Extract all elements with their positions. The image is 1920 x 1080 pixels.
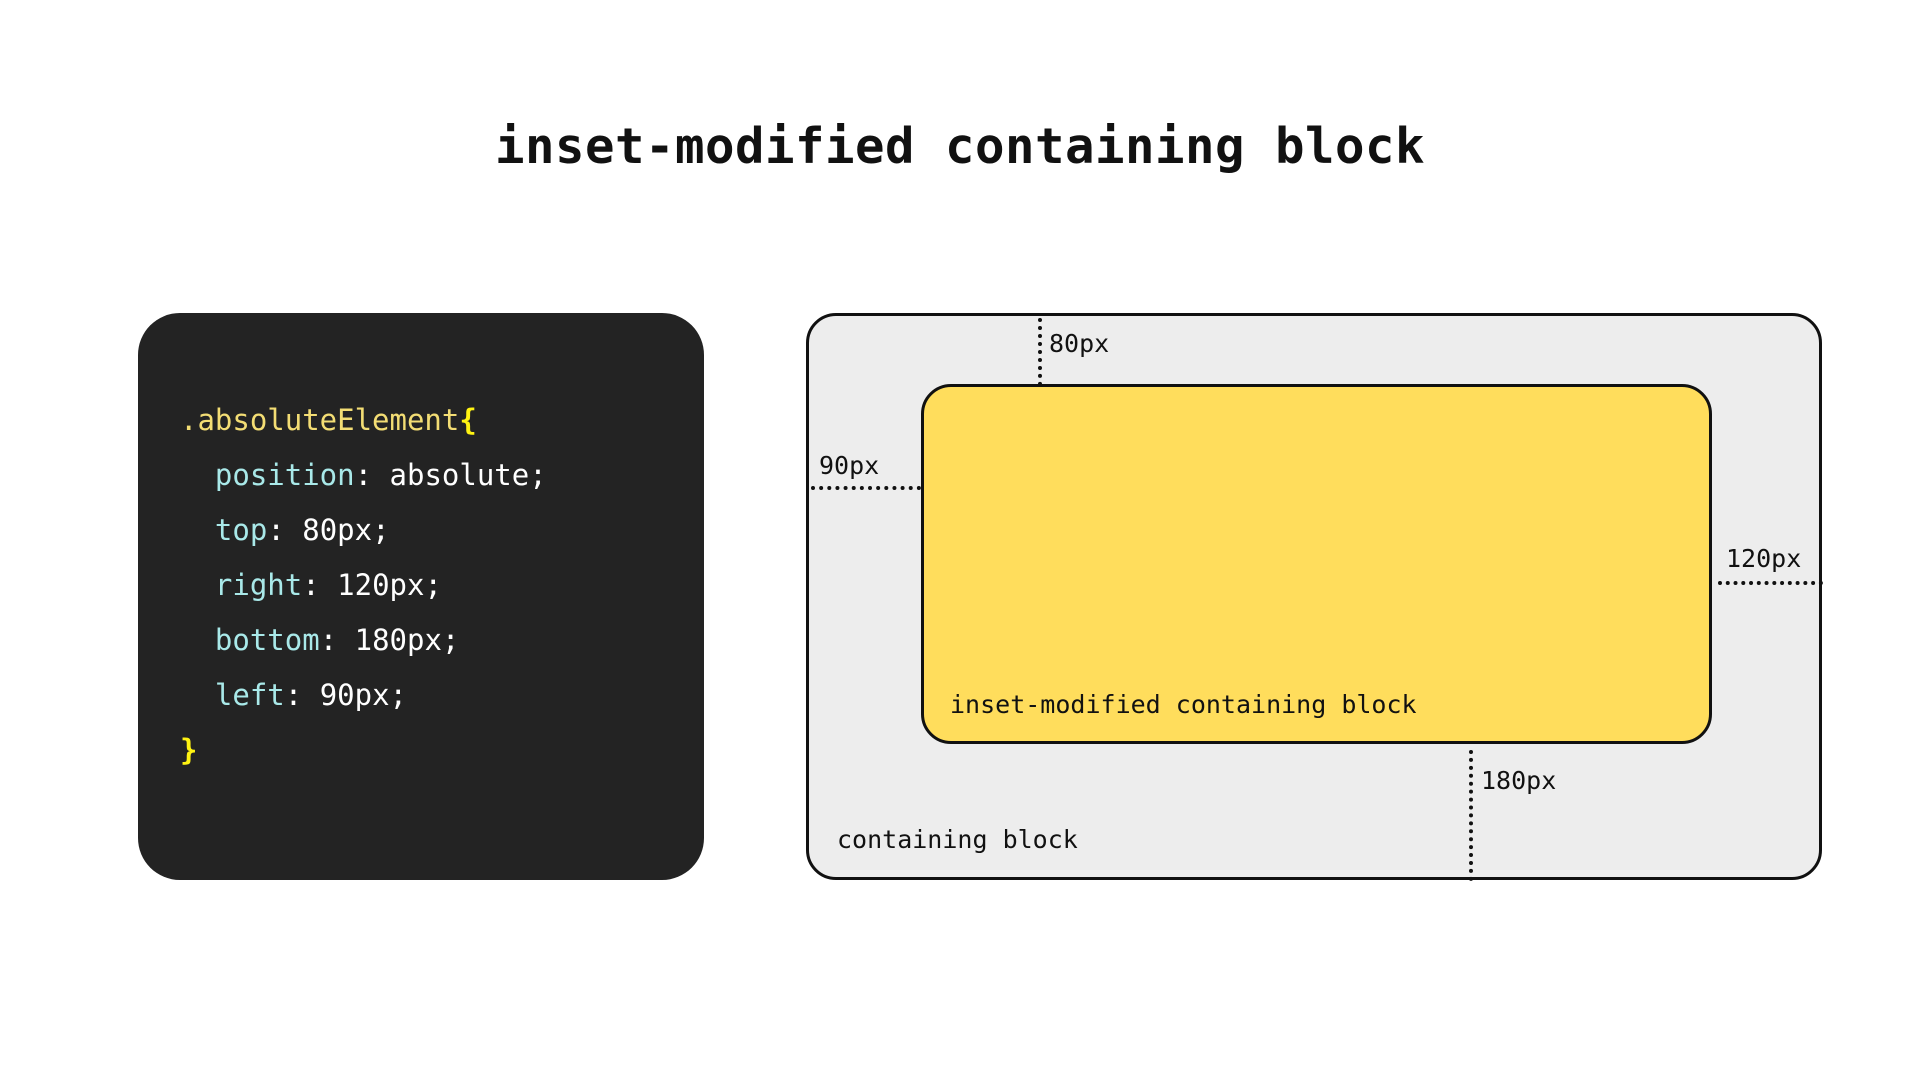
- guide-line-left: [811, 486, 921, 490]
- measurement-label-right: 120px: [1726, 544, 1802, 573]
- measurement-label-left: 90px: [819, 451, 880, 480]
- code-line-declaration: bottom: 180px;: [180, 613, 704, 668]
- measurement-label-bottom: 180px: [1481, 766, 1557, 795]
- code-line-close: }: [180, 723, 704, 778]
- css-property-right: right: [214, 568, 303, 602]
- css-separator: :: [354, 458, 390, 492]
- css-open-brace: {: [459, 403, 477, 437]
- code-panel: .absoluteElement{ position: absolute; to…: [138, 313, 704, 880]
- guide-line-bottom: [1469, 750, 1473, 881]
- inset-modified-containing-block-box: inset-modified containing block: [921, 384, 1712, 744]
- code-line-selector: .absoluteElement{: [180, 393, 704, 448]
- inset-modified-containing-block-label: inset-modified containing block: [950, 690, 1417, 719]
- code-line-declaration: top: 80px;: [180, 503, 704, 558]
- css-separator: :: [267, 513, 303, 547]
- css-close-brace: }: [180, 733, 198, 767]
- guide-line-right: [1718, 581, 1823, 585]
- css-property-bottom: bottom: [214, 623, 320, 657]
- css-separator: :: [284, 678, 320, 712]
- css-separator: :: [319, 623, 355, 657]
- css-property-left: left: [214, 678, 285, 712]
- css-value-right: 120px;: [337, 568, 442, 602]
- code-line-declaration: position: absolute;: [180, 448, 704, 503]
- diagram: 80px 90px 120px 180px inset-modified con…: [806, 313, 1823, 881]
- code-line-declaration: right: 120px;: [180, 558, 704, 613]
- code-line-declaration: left: 90px;: [180, 668, 704, 723]
- containing-block-label: containing block: [837, 825, 1078, 854]
- page-title: inset-modified containing block: [494, 118, 1425, 175]
- css-value-bottom: 180px;: [354, 623, 460, 657]
- containing-block-box: 80px 90px 120px 180px inset-modified con…: [806, 313, 1823, 881]
- css-property-top: top: [214, 513, 268, 547]
- css-separator: :: [302, 568, 338, 602]
- css-value-top: 80px;: [302, 513, 390, 547]
- css-value-position: absolute;: [389, 458, 547, 492]
- measurement-label-top: 80px: [1049, 329, 1110, 358]
- guide-line-top: [1038, 318, 1042, 386]
- css-property-position: position: [214, 458, 355, 492]
- css-value-left: 90px;: [319, 678, 407, 712]
- css-selector: .absoluteElement: [180, 403, 460, 437]
